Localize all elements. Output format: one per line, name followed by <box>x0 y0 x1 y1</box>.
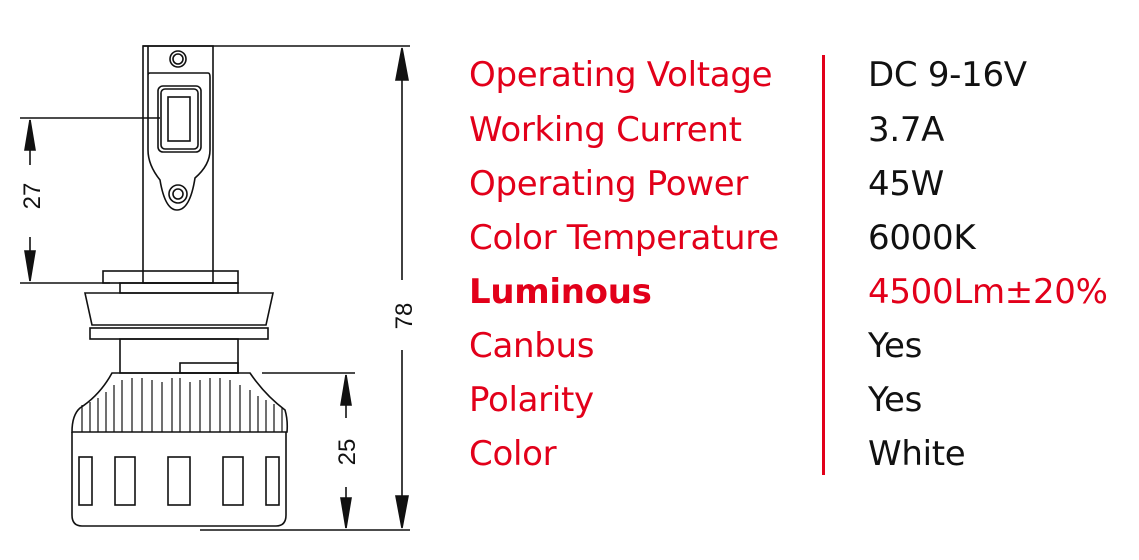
spec-label-canbus: Canbus <box>469 326 595 366</box>
dim-label-heatsink: 25 <box>334 439 361 466</box>
led-board <box>142 45 214 284</box>
dim-arrow-25 <box>340 374 352 529</box>
spec-label-operating-voltage: Operating Voltage <box>469 55 773 95</box>
spec-label-color: Color <box>469 434 557 474</box>
spec-label-color-temperature: Color Temperature <box>469 218 779 258</box>
spec-divider <box>822 55 825 475</box>
spec-value-color-temperature: 6000K <box>868 218 976 258</box>
spec-label-operating-power: Operating Power <box>469 164 749 204</box>
dim-label-board: 27 <box>19 183 46 210</box>
bulb-collar <box>84 270 274 374</box>
bulb-dimension-drawing: 78 27 25 <box>19 45 418 531</box>
dim-arrow-27 <box>24 119 36 282</box>
heatsink <box>71 372 289 527</box>
spec-label-working-current: Working Current <box>469 110 742 150</box>
spec-label-luminous: Luminous <box>469 272 652 312</box>
spec-value-canbus: Yes <box>868 326 922 366</box>
spec-value-working-current: 3.7A <box>868 110 945 150</box>
spec-value-operating-power: 45W <box>868 164 944 204</box>
dim-arrow-78 <box>395 47 409 529</box>
spec-value-color: White <box>868 434 966 474</box>
spec-value-operating-voltage: DC 9-16V <box>868 55 1027 95</box>
spec-value-polarity: Yes <box>868 380 922 420</box>
dim-label-total: 78 <box>391 303 418 330</box>
spec-value-luminous: 4500Lm±20% <box>868 272 1108 312</box>
spec-label-polarity: Polarity <box>469 380 594 420</box>
